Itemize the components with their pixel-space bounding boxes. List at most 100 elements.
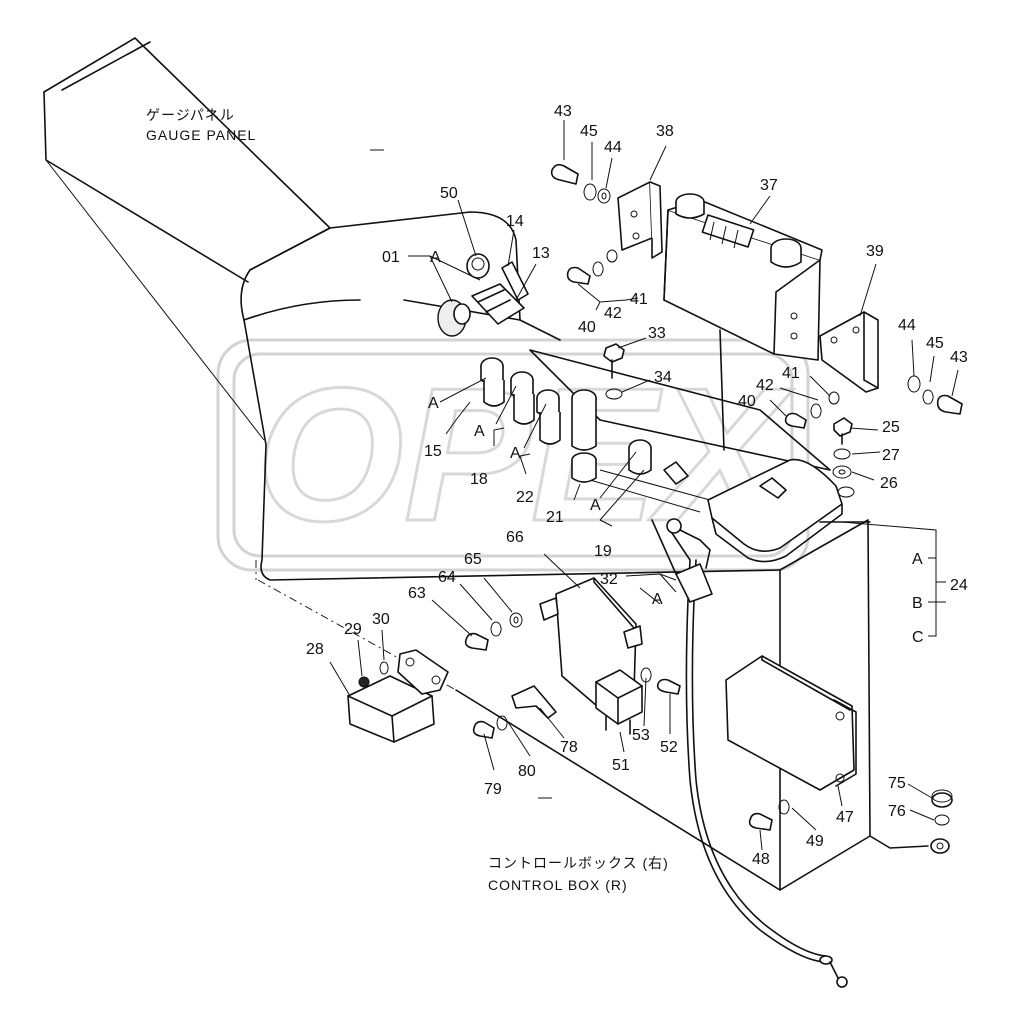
- label-18: 18: [470, 471, 488, 488]
- label-26: 26: [880, 475, 898, 492]
- switch-13: [471, 283, 525, 325]
- label-75: 75: [888, 775, 906, 792]
- label-21: 21: [546, 509, 564, 526]
- bolt-43b: [936, 394, 963, 415]
- control-box-caption-en: CONTROL BOX (R): [488, 877, 628, 893]
- nut-75: [931, 792, 953, 808]
- label-22: 22: [516, 489, 534, 506]
- fasteners: [379, 163, 963, 831]
- switch-19: [628, 439, 652, 475]
- control-unit-24: [707, 458, 855, 563]
- bolt-43a: [550, 163, 579, 185]
- label-47: 47: [836, 809, 854, 826]
- label-14: 14: [506, 213, 524, 230]
- label-49: 49: [806, 833, 824, 850]
- label-79: 79: [484, 781, 502, 798]
- bolt-79: [472, 720, 495, 739]
- bolt-40a: [566, 266, 591, 285]
- label-78: 78: [560, 739, 578, 756]
- label-45b: 45: [926, 335, 944, 352]
- variant-b-24: B: [912, 595, 923, 612]
- label-29: 29: [344, 621, 362, 638]
- washer-76: [934, 814, 950, 826]
- label-32: 32: [600, 571, 618, 588]
- variant-a-15: A: [428, 395, 439, 412]
- label-80: 80: [518, 763, 536, 780]
- buzzer-28: [347, 649, 449, 743]
- label-44b: 44: [898, 317, 916, 334]
- leader-lines: [329, 120, 959, 851]
- variant-a-01: A: [430, 249, 441, 266]
- label-52: 52: [660, 739, 678, 756]
- label-63: 63: [408, 585, 426, 602]
- module-47: [725, 655, 857, 791]
- variant-a-32: A: [652, 591, 663, 608]
- bracket-78: [511, 685, 557, 719]
- label-41a: 41: [630, 291, 648, 308]
- variant-a-22: A: [510, 445, 521, 462]
- relay-51: [595, 669, 643, 735]
- bolt-48: [748, 812, 773, 831]
- captions: ゲージパネル GAUGE PANEL コントロールボックス (右) CONTRO…: [146, 107, 669, 893]
- label-51: 51: [612, 757, 630, 774]
- switch-21: [571, 389, 597, 483]
- bolt-63: [464, 632, 489, 651]
- variant-letters: A A A A A A A B C: [428, 249, 924, 646]
- label-50: 50: [440, 185, 458, 202]
- label-48: 48: [752, 851, 770, 868]
- switch-15: [480, 357, 505, 407]
- label-42b: 42: [756, 377, 774, 394]
- label-27: 27: [882, 447, 900, 464]
- variant-a-19: A: [590, 497, 601, 514]
- cable-harness: [651, 518, 950, 988]
- variant-c-24: C: [912, 629, 924, 646]
- label-65: 65: [464, 551, 482, 568]
- bolt-40b: [784, 412, 807, 429]
- gauge-panel-caption-jp: ゲージパネル: [146, 107, 235, 123]
- bolt-52: [656, 678, 681, 695]
- control-box-caption-jp: コントロールボックス (右): [488, 855, 669, 871]
- label-45a: 45: [580, 123, 598, 140]
- label-01: 01: [382, 249, 400, 266]
- bolt-33: [603, 343, 625, 363]
- switches-and-knobs: [437, 253, 689, 485]
- part-labels: 01 13 14 15 18 19 21 22 24 25 26 27 28 2…: [306, 103, 968, 868]
- label-44a: 44: [604, 139, 622, 156]
- label-13: 13: [532, 245, 550, 262]
- label-53: 53: [632, 727, 650, 744]
- label-33: 33: [648, 325, 666, 342]
- label-40b: 40: [738, 393, 756, 410]
- label-43a: 43: [554, 103, 572, 120]
- label-30: 30: [372, 611, 390, 628]
- label-25: 25: [882, 419, 900, 436]
- label-37: 37: [760, 177, 778, 194]
- variant-a-24: A: [912, 551, 923, 568]
- switch-18: [510, 371, 535, 425]
- bolt-25: [833, 417, 853, 437]
- label-43b: 43: [950, 349, 968, 366]
- gauge-panel-housing: [43, 37, 781, 581]
- label-38: 38: [656, 123, 674, 140]
- label-42a: 42: [604, 305, 622, 322]
- variant-a-18: A: [474, 423, 485, 440]
- label-64: 64: [438, 569, 456, 586]
- label-34: 34: [654, 369, 672, 386]
- battery-37: [663, 193, 823, 361]
- label-19: 19: [594, 543, 612, 560]
- label-24: 24: [950, 577, 968, 594]
- cap-50: [466, 253, 490, 279]
- label-15: 15: [424, 443, 442, 460]
- label-39: 39: [866, 243, 884, 260]
- label-66: 66: [506, 529, 524, 546]
- bracket-39: [819, 311, 879, 393]
- reference-ticks: [370, 149, 552, 799]
- switch-22: [536, 389, 561, 445]
- bracket-38: [617, 181, 663, 259]
- label-28: 28: [306, 641, 324, 658]
- label-41b: 41: [782, 365, 800, 382]
- label-40a: 40: [578, 319, 596, 336]
- gauge-panel-caption-en: GAUGE PANEL: [146, 127, 256, 143]
- label-76: 76: [888, 803, 906, 820]
- lever-switch: [663, 461, 689, 485]
